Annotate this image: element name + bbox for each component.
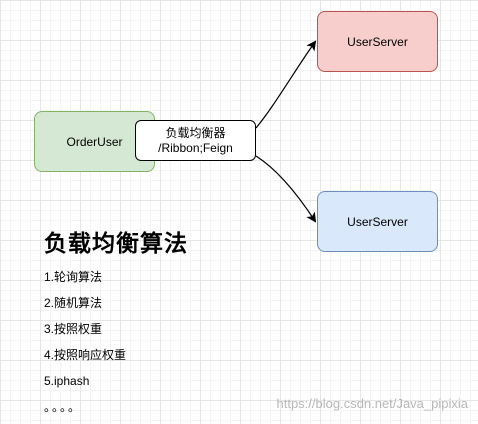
algorithm-item: 5.iphash	[44, 374, 90, 388]
order-user-label: OrderUser	[66, 134, 123, 149]
algorithm-item: 2.随机算法	[44, 296, 103, 310]
user-server-bottom-node[interactable]: UserServer	[317, 191, 438, 252]
edge-to-top-server	[255, 40, 317, 129]
order-user-node[interactable]: OrderUser	[34, 111, 155, 172]
user-server-top-node[interactable]: UserServer	[317, 11, 438, 72]
algorithm-item: 3.按照权重	[44, 322, 103, 336]
edge-to-bottom-server	[255, 155, 317, 223]
load-balancer-label-line1: 负载均衡器	[165, 125, 226, 140]
load-balancer-node[interactable]: 负载均衡器 /Ribbon;Feign	[135, 120, 256, 161]
watermark: https://blog.csdn.net/Java_pipixia	[276, 396, 468, 411]
algorithm-item: 1.轮询算法	[44, 270, 103, 284]
user-server-bottom-label: UserServer	[347, 214, 408, 229]
list-ellipsis: 。。。。	[44, 400, 83, 414]
algorithm-list: 1.轮询算法 2.随机算法 3.按照权重 4.按照响应权重 5.iphash	[44, 270, 126, 400]
algorithm-item: 4.按照响应权重	[44, 348, 127, 362]
user-server-top-label: UserServer	[347, 34, 408, 49]
section-title: 负载均衡算法	[44, 230, 188, 256]
load-balancer-label-line2: /Ribbon;Feign	[158, 140, 233, 155]
